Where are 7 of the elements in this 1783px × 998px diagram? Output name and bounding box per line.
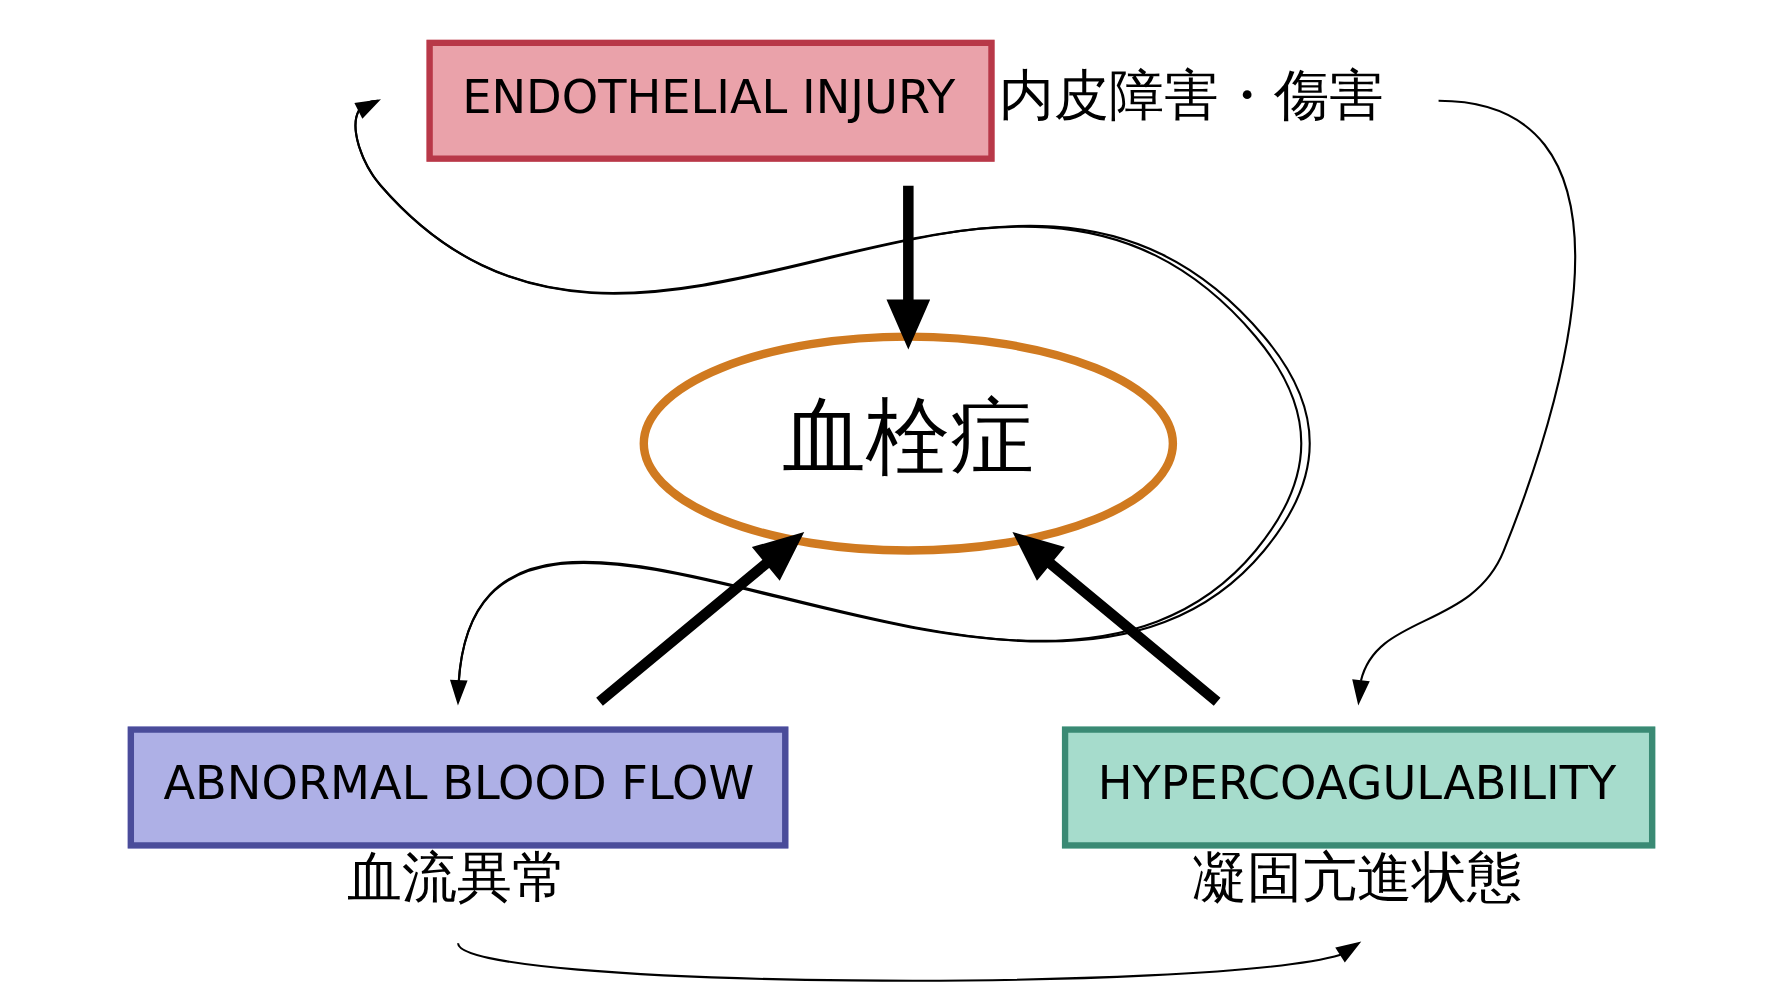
arrow — [1012, 532, 1221, 706]
node-label: 内皮障害・傷害 — [998, 63, 1384, 128]
node-ellipse: 血栓症 — [639, 332, 1178, 555]
arrow — [1352, 99, 1577, 706]
arrow — [596, 532, 805, 706]
arrow — [457, 941, 1362, 982]
arrow — [886, 185, 931, 350]
